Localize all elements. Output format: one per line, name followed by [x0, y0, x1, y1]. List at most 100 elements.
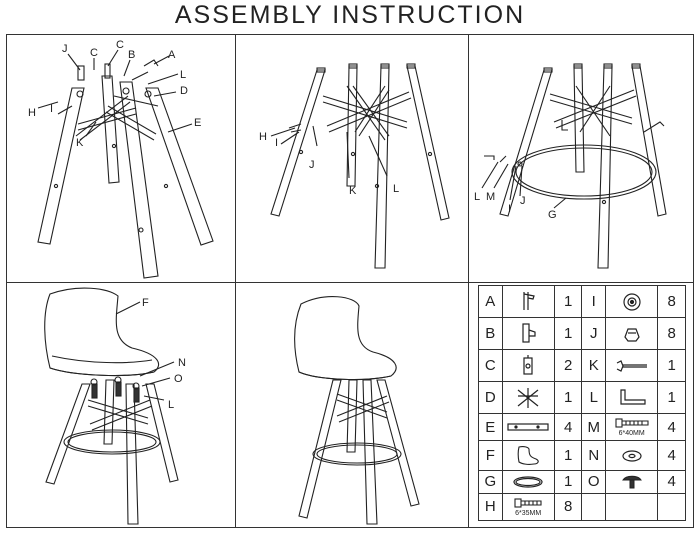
part-quantity: 4: [657, 440, 686, 471]
label: L: [180, 69, 186, 81]
part-quantity: 1: [657, 349, 686, 383]
label: E: [194, 117, 201, 129]
step-1-panel: J C C B A L H I D K E: [8, 36, 234, 281]
part-quantity: 8: [553, 492, 583, 522]
instruction-frame: [6, 34, 694, 528]
leg: [45, 383, 91, 485]
cross-frame-icon: [501, 381, 555, 415]
divider: [468, 34, 470, 528]
bracket-b-icon: [501, 317, 555, 351]
table-row: A 1 I 8: [478, 284, 686, 319]
label: I: [508, 203, 511, 215]
step-1-diagram: J C C B A L H I D K E: [28, 39, 214, 279]
step-4-labels: F N O L: [142, 297, 186, 411]
label: L: [393, 183, 399, 195]
label: K: [76, 137, 84, 149]
leg: [37, 87, 85, 245]
label: J: [62, 43, 68, 55]
seat-shell-icon: [501, 440, 555, 471]
part-quantity: 1: [553, 317, 583, 351]
table-row: B 1 J 8: [478, 317, 686, 351]
part-letter: K: [581, 349, 607, 383]
divider: [235, 34, 237, 528]
empty-cell: [581, 492, 607, 522]
leg: [145, 87, 214, 246]
hex-nut-icon: [605, 317, 659, 351]
label: A: [168, 49, 176, 61]
empty-cell: [605, 492, 659, 522]
seat-shell: [44, 287, 159, 377]
step-2-panel: H I J K L: [237, 36, 467, 281]
label: C: [116, 39, 124, 51]
part-quantity: 8: [657, 284, 686, 319]
part-letter: H: [478, 492, 503, 522]
leg: [101, 75, 120, 184]
connector-c-icon: [501, 349, 555, 383]
label: K: [349, 185, 357, 197]
parts-list-table: A 1 I 8 B 1 J 8 C 2 K 1 D 1 L 1 E 4 M 6*…: [478, 284, 686, 522]
part-letter: J: [581, 317, 607, 351]
part-quantity: 1: [553, 440, 583, 471]
step-3-diagram: L M I J G: [474, 63, 667, 269]
part-letter: O: [581, 469, 607, 494]
label: J: [309, 159, 315, 171]
label: B: [128, 49, 135, 61]
part-letter: I: [581, 284, 607, 319]
divider: [6, 282, 694, 284]
part-letter: B: [478, 317, 503, 351]
label: N: [178, 357, 186, 369]
part-quantity: 2: [553, 349, 583, 383]
part-letter: D: [478, 381, 503, 415]
leg: [499, 69, 553, 217]
wooden-leg-icon: [501, 413, 555, 442]
label: I: [50, 103, 53, 115]
leg: [270, 69, 326, 217]
label: D: [180, 85, 188, 97]
wrench-icon: [605, 349, 659, 383]
cap-nut-icon: [605, 284, 659, 319]
washer-icon: [605, 440, 659, 471]
part-letter: N: [581, 440, 607, 471]
label: F: [142, 297, 149, 309]
leg: [362, 379, 378, 525]
leg: [145, 383, 179, 483]
part-quantity: 4: [657, 469, 686, 494]
step-2-labels: H I J K L: [259, 131, 399, 197]
label: M: [486, 191, 495, 203]
label: I: [275, 137, 278, 149]
part-quantity: 8: [657, 317, 686, 351]
page-title: ASSEMBLY INSTRUCTION: [174, 1, 526, 29]
screw-a-icon: [501, 284, 555, 319]
bolt-h-icon: 6*35MM: [501, 492, 555, 522]
foot-ring-icon: [501, 469, 555, 494]
label: O: [174, 373, 183, 385]
table-row: F 1 N 4: [478, 440, 686, 471]
part-letter: G: [478, 469, 503, 494]
part-quantity: 1: [657, 381, 686, 415]
seat-shell: [294, 296, 397, 381]
table-row: E 4 M 6*40MM 4: [478, 413, 686, 442]
table-row: C 2 K 1: [478, 349, 686, 383]
label: L: [474, 191, 480, 203]
label: L: [168, 399, 174, 411]
part-size-caption: 6*35MM: [515, 509, 542, 517]
leg: [119, 81, 159, 279]
foot-ring: [511, 144, 657, 200]
step-1-labels: J C C B A L H I D K E: [28, 39, 201, 149]
leg: [125, 383, 139, 525]
part-letter: E: [478, 413, 503, 442]
step-3-panel: L M I J G: [470, 36, 693, 281]
part-quantity: 1: [553, 381, 583, 415]
table-row: D 1 L 1: [478, 381, 686, 415]
step-4-panel: F N O L: [8, 284, 234, 527]
table-row: G 1 O 4: [478, 469, 686, 494]
step-4-diagram: F N O L: [44, 287, 186, 525]
part-letter: F: [478, 440, 503, 471]
step-2-diagram: H I J K L: [259, 63, 450, 269]
bolt-m-icon: 6*40MM: [605, 413, 659, 442]
foot-ring: [312, 442, 402, 466]
label: C: [90, 47, 98, 59]
part-letter: L: [581, 381, 607, 415]
step-5-diagram: [294, 296, 420, 525]
step-3-labels: L M I J G: [474, 191, 557, 221]
